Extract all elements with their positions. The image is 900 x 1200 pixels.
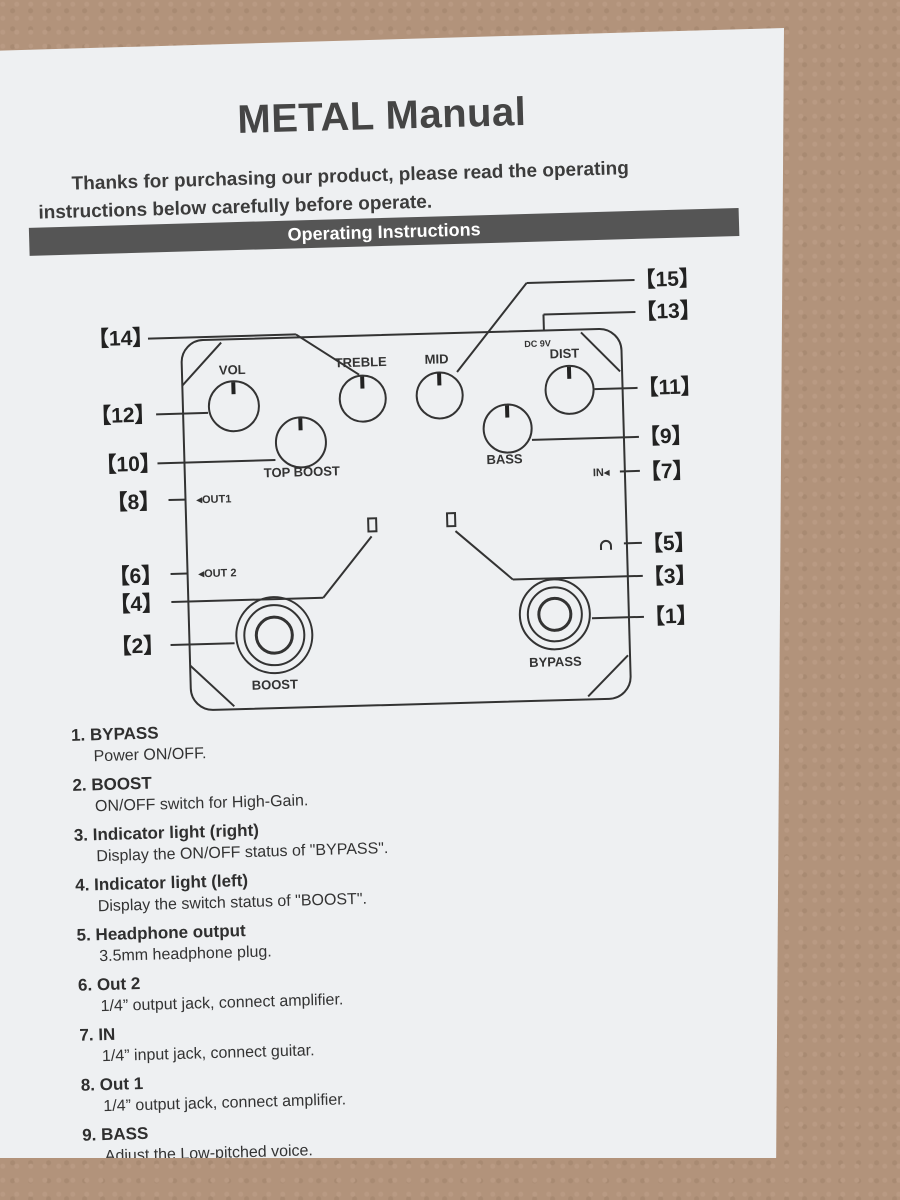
leader-15 bbox=[526, 278, 635, 284]
callout-4: 【4】 bbox=[109, 592, 163, 616]
bass-label: BASS bbox=[486, 451, 523, 467]
top-boost-label: TOP BOOST bbox=[264, 463, 341, 480]
bass-pointer bbox=[504, 405, 510, 418]
list-item: 9. BASS Adjust the Low-pitched voice. bbox=[82, 1107, 723, 1158]
callout-15: 【15】 bbox=[634, 267, 700, 292]
callout-9: 【9】 bbox=[639, 424, 693, 448]
in-label: IN◂ bbox=[593, 467, 610, 479]
leader-5 bbox=[623, 541, 642, 545]
leader-10 bbox=[157, 459, 276, 465]
callout-7: 【7】 bbox=[640, 459, 694, 483]
treble-pointer bbox=[360, 376, 365, 389]
vol-label: VOL bbox=[219, 362, 246, 378]
leader-3 bbox=[454, 530, 514, 581]
leader-4 bbox=[171, 596, 324, 604]
bypass-footswitch-ring bbox=[518, 578, 591, 651]
corner-bevel bbox=[587, 654, 629, 698]
callout-2: 【2】 bbox=[110, 634, 164, 658]
callout-3: 【3】 bbox=[643, 564, 697, 588]
vol-pointer bbox=[231, 382, 236, 395]
corner-bevel bbox=[189, 664, 235, 708]
top-boost-knob bbox=[274, 416, 327, 469]
pedal-diagram: VOL TREBLE MID DIST TOP BOOST BASS ◂OUT1… bbox=[0, 239, 784, 731]
pedal-diagram-svg: VOL TREBLE MID DIST TOP BOOST BASS ◂OUT1… bbox=[88, 267, 702, 711]
manual-content: METAL Manual Thanks for purchasing our p… bbox=[0, 28, 784, 1158]
callout-13: 【13】 bbox=[635, 299, 701, 324]
callout-5: 【5】 bbox=[642, 531, 696, 555]
leader-4 bbox=[322, 535, 373, 599]
callout-12: 【12】 bbox=[90, 403, 156, 428]
leader-9 bbox=[531, 435, 639, 441]
leader-1 bbox=[591, 615, 644, 620]
out1-label: ◂OUT1 bbox=[195, 493, 231, 506]
corner-bevel bbox=[181, 341, 222, 387]
corner-bevel bbox=[580, 331, 621, 373]
bypass-footswitch-hex bbox=[526, 586, 583, 643]
leader-11 bbox=[594, 386, 638, 391]
vol-knob bbox=[207, 380, 260, 433]
callout-10: 【10】 bbox=[95, 452, 161, 477]
leader-13 bbox=[543, 310, 636, 316]
out2-label: ◂OUT 2 bbox=[197, 567, 236, 580]
treble-knob bbox=[338, 374, 387, 423]
dist-knob bbox=[544, 364, 595, 415]
leader-12 bbox=[156, 411, 209, 416]
manual-title: METAL Manual bbox=[236, 89, 527, 142]
callout-11: 【11】 bbox=[637, 375, 702, 400]
mid-pointer bbox=[437, 373, 442, 386]
leader-14 bbox=[147, 333, 296, 340]
leader-14 bbox=[295, 333, 360, 376]
callout-14: 【14】 bbox=[88, 326, 154, 351]
callout-1: 【1】 bbox=[644, 604, 698, 628]
led-right bbox=[445, 512, 457, 528]
treble-label: TREBLE bbox=[335, 354, 388, 370]
instruction-list: 1. BYPASS Power ON/OFF. 2. BOOST ON/OFF … bbox=[71, 707, 723, 1158]
pedal-body bbox=[180, 327, 632, 711]
leader-2 bbox=[170, 642, 235, 647]
top-boost-pointer bbox=[298, 418, 303, 431]
led-left bbox=[367, 517, 378, 533]
leader-3 bbox=[512, 574, 643, 581]
leader-7 bbox=[619, 469, 640, 473]
dist-label: DIST bbox=[549, 346, 579, 362]
callout-8: 【8】 bbox=[106, 490, 160, 514]
bass-knob bbox=[482, 403, 533, 454]
headphone-icon bbox=[599, 539, 613, 551]
leader-15 bbox=[456, 282, 528, 373]
boost-footswitch-hex bbox=[243, 604, 306, 667]
bypass-label: BYPASS bbox=[529, 654, 582, 670]
boost-label: BOOST bbox=[251, 677, 298, 693]
mid-knob bbox=[415, 371, 464, 420]
dist-pointer bbox=[566, 366, 572, 379]
boost-footswitch-button bbox=[254, 615, 294, 655]
manual-sheet: METAL Manual Thanks for purchasing our p… bbox=[0, 28, 784, 1158]
mid-label: MID bbox=[424, 351, 448, 367]
boost-footswitch-ring bbox=[235, 596, 314, 675]
callout-6: 【6】 bbox=[108, 564, 162, 588]
bypass-footswitch-button bbox=[537, 596, 573, 632]
dc-label: DC 9V bbox=[524, 338, 551, 349]
